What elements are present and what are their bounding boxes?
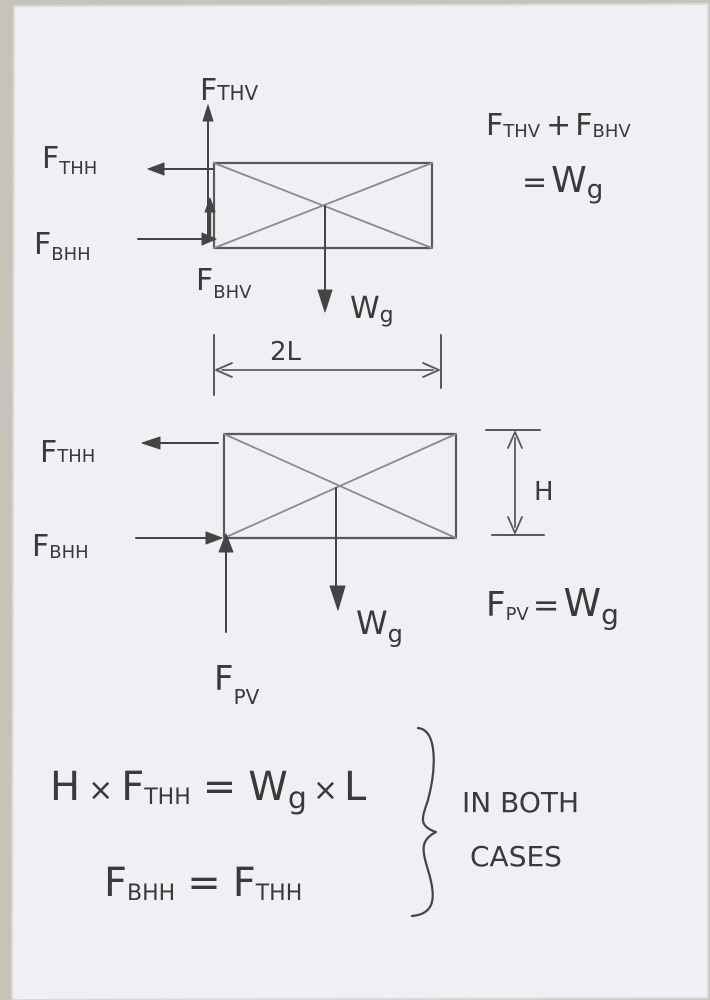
label-f-bhv: FBHV [196, 263, 252, 303]
label-wg-2: Wg [356, 604, 403, 648]
height-arrowhead-top [507, 431, 523, 449]
label-wg-1: Wg [350, 291, 394, 328]
f-thh-arrowhead [147, 162, 165, 176]
label-span-2l: 2L [270, 337, 302, 367]
equation-horizontal: FBHH=FTHH [104, 860, 302, 906]
wg-arrowhead [317, 289, 333, 313]
label-f-thv: FTHV [200, 73, 259, 108]
wall-box-1 [212, 161, 434, 250]
label-f-pv: FPV [214, 659, 260, 709]
f-thh-arrowhead-2 [141, 436, 161, 450]
span-arrowhead-left [215, 362, 233, 378]
label-f-thh-1: FTHH [42, 141, 97, 179]
label-f-thh-2: FTHH [40, 435, 95, 470]
equation-forces-line2: =Wg [522, 160, 603, 205]
equation-vertical: FPV=Wg [486, 581, 619, 631]
box-2-diagonal-b [223, 433, 457, 539]
paper-edge [10, 2, 709, 1000]
f-pv-arrowhead [218, 533, 234, 553]
height-arrowhead-bottom [507, 516, 523, 534]
f-bhh-arrowhead [201, 232, 217, 246]
label-f-bhh-1: FBHH [34, 227, 91, 265]
label-f-bhh-2: FBHH [32, 529, 89, 564]
wall-box-2 [222, 432, 458, 540]
f-thv-arrowhead [202, 104, 214, 122]
f-bhh-arrowhead-2 [205, 531, 223, 545]
moment-equations: H×FTHH=Wg×L FBHH=FTHH IN BOTH CASES [50, 726, 579, 918]
diagram-1: FTHV FTHH FBHH FBHV Wg 2L FTHV+FBHV =Wg [34, 73, 631, 396]
diagram-2: FTHH FBHH FPV Wg H FPV=Wg [32, 429, 619, 709]
note-in-both: IN BOTH [462, 786, 579, 819]
label-height-h: H [534, 477, 554, 507]
equation-moment: H×FTHH=Wg×L [50, 764, 367, 816]
f-bhv-arrowhead [204, 197, 216, 213]
box-1-diagonal-b [213, 162, 433, 249]
wg-arrowhead-2 [329, 585, 346, 611]
equation-forces-line1: FTHV+FBHV [486, 108, 631, 143]
curly-brace [410, 726, 438, 918]
paper [12, 4, 708, 1000]
note-cases: CASES [470, 840, 562, 873]
span-arrowhead-right [422, 362, 440, 378]
